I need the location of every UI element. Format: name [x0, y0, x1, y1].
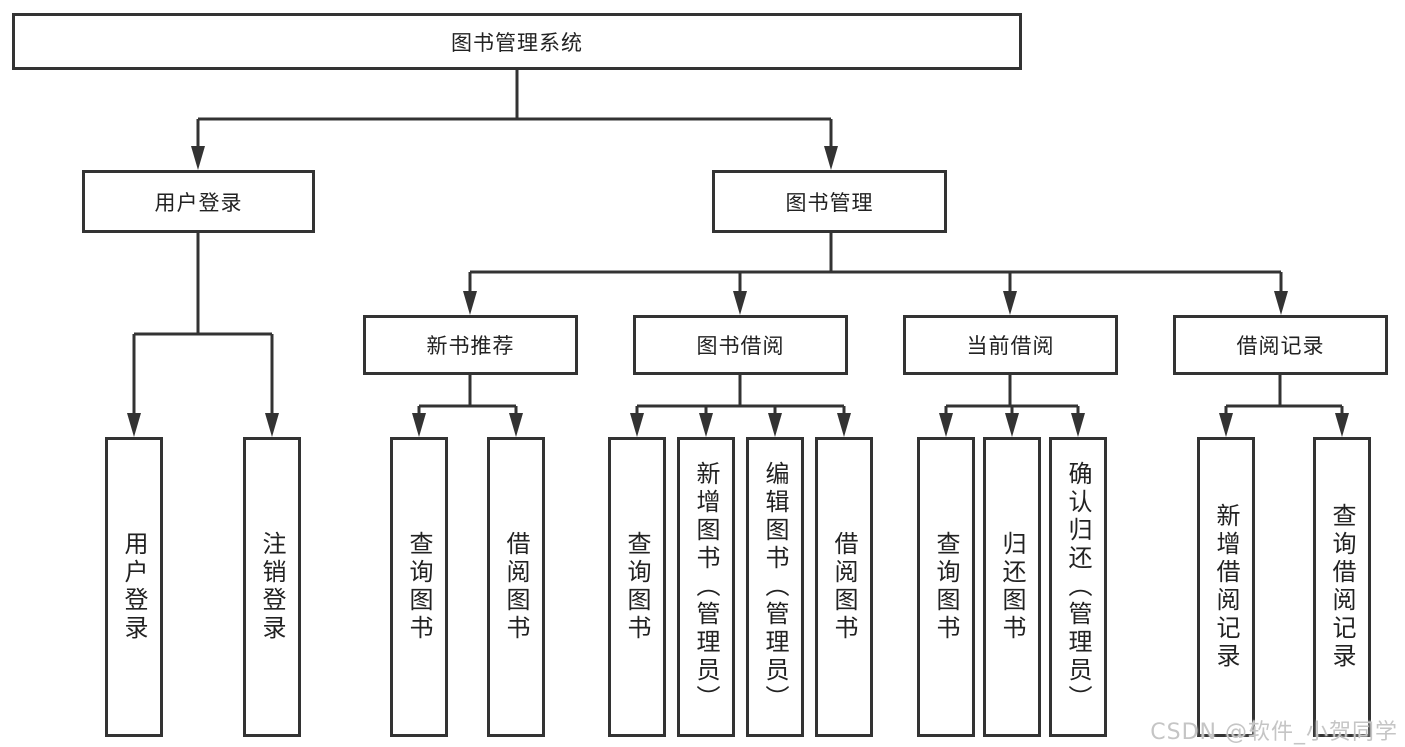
leaf-user-login-label: 用户登录	[120, 531, 148, 643]
leaf-logout: 注销登录	[243, 437, 301, 737]
leaf-current-confirm-label: 确认归还（管理员）	[1064, 461, 1092, 713]
leaf-current-return: 归还图书	[983, 437, 1041, 737]
current-borrow-label: 当前借阅	[966, 334, 1055, 358]
leaf-borrow-add: 新增图书（管理员）	[677, 437, 735, 737]
leaf-records-add-label: 新增借阅记录	[1212, 503, 1240, 671]
leaf-current-query: 查询图书	[917, 437, 975, 737]
node-book-management: 图书管理	[712, 170, 947, 233]
leaf-borrow-query: 查询图书	[608, 437, 666, 737]
leaf-newbook-query-label: 查询图书	[405, 531, 433, 643]
leaf-records-add: 新增借阅记录	[1197, 437, 1255, 737]
leaf-records-query-label: 查询借阅记录	[1328, 503, 1356, 671]
leaf-current-return-label: 归还图书	[998, 531, 1026, 643]
leaf-borrow-edit: 编辑图书（管理员）	[746, 437, 804, 737]
leaf-current-query-label: 查询图书	[932, 531, 960, 643]
leaf-records-query: 查询借阅记录	[1313, 437, 1371, 737]
leaf-logout-label: 注销登录	[258, 531, 286, 643]
node-new-book-recommend: 新书推荐	[363, 315, 578, 375]
leaf-borrow-query-label: 查询图书	[623, 531, 651, 643]
connector-paths	[132, 70, 1344, 417]
new-book-recommend-label: 新书推荐	[426, 334, 515, 358]
book-borrow-label: 图书借阅	[696, 334, 785, 358]
node-current-borrow: 当前借阅	[903, 315, 1118, 375]
borrow-records-label: 借阅记录	[1236, 334, 1325, 358]
leaf-newbook-borrow: 借阅图书	[487, 437, 545, 737]
connector-arrowheads	[127, 146, 1349, 437]
leaf-borrow-borrow: 借阅图书	[815, 437, 873, 737]
leaf-newbook-query: 查询图书	[390, 437, 448, 737]
node-book-borrow: 图书借阅	[633, 315, 848, 375]
leaf-borrow-add-label: 新增图书（管理员）	[692, 461, 720, 713]
leaf-borrow-edit-label: 编辑图书（管理员）	[761, 461, 789, 713]
leaf-newbook-borrow-label: 借阅图书	[502, 531, 530, 643]
node-root-title: 图书管理系统	[12, 13, 1022, 70]
leaf-borrow-borrow-label: 借阅图书	[830, 531, 858, 643]
root-title-label: 图书管理系统	[451, 30, 583, 55]
leaf-user-login: 用户登录	[105, 437, 163, 737]
csdn-watermark: CSDN @软件_小贺同学	[1150, 720, 1398, 745]
book-management-label: 图书管理	[785, 190, 874, 215]
node-borrow-records: 借阅记录	[1173, 315, 1388, 375]
leaf-current-confirm: 确认归还（管理员）	[1049, 437, 1107, 737]
user-login-label: 用户登录	[154, 190, 243, 215]
node-user-login: 用户登录	[82, 170, 315, 233]
